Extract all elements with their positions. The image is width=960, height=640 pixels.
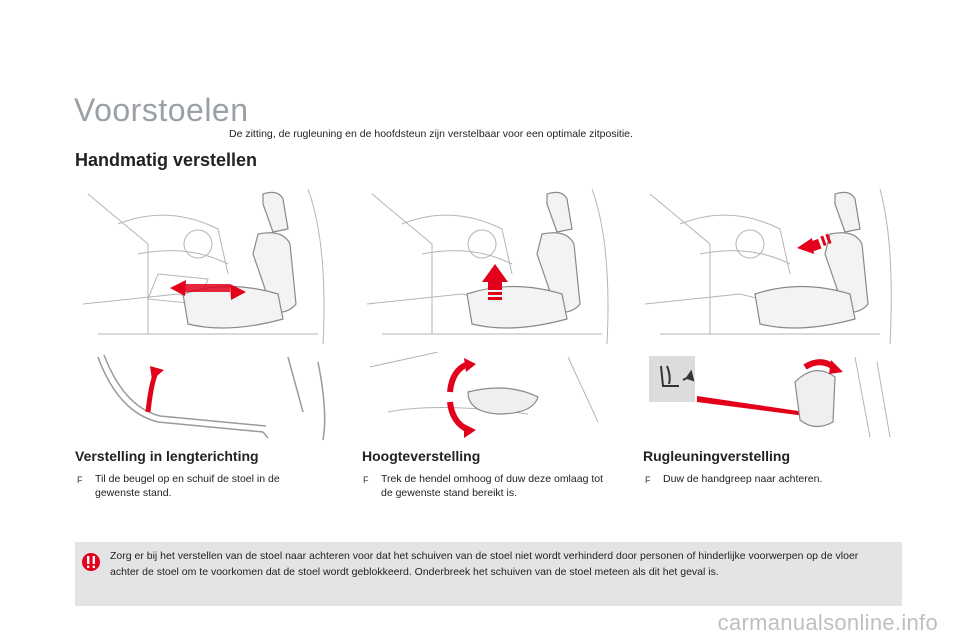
instruction-backrest: F Duw de handgreep naar achteren. (645, 472, 895, 486)
heading-longitudinal: Verstelling in lengterichting (75, 448, 259, 464)
warning-icon (82, 553, 100, 571)
rail-lever-illustration (88, 352, 340, 442)
watermark: carmanualsonline.info (717, 610, 938, 635)
instruction-text: Til de beugel op en schuif de stoel in d… (95, 473, 280, 499)
instruction-height: F Trek de hendel omhoog of duw deze omla… (363, 472, 613, 500)
intro-text: De zitting, de rugleuning en de hoofdste… (229, 128, 633, 140)
seat-illustration-backrest (640, 184, 902, 348)
section-title: Handmatig verstellen (75, 150, 258, 170)
height-lever-illustration (368, 352, 626, 442)
instruction-text: Duw de handgreep naar achteren. (663, 473, 823, 485)
heading-backrest: Rugleuningverstelling (643, 448, 791, 464)
backrest-handle-illustration (645, 352, 897, 442)
bullet-marker: F (363, 475, 369, 485)
bullet-marker: F (645, 475, 651, 485)
heading-height: Hoogteverstelling (362, 448, 481, 464)
page-title: Voorstoelen (74, 92, 249, 128)
seat-recline-icon (660, 365, 695, 387)
warning-text: Zorg er bij het verstellen van de stoel … (110, 550, 859, 578)
instruction-text: Trek de hendel omhoog of duw deze omlaag… (381, 473, 604, 499)
seat-illustration-height (362, 184, 624, 348)
bullet-marker: F (77, 475, 83, 485)
seat-illustration-longitudinal (78, 184, 340, 348)
warning-box: Zorg er bij het verstellen van de stoel … (75, 542, 902, 606)
instruction-longitudinal: F Til de beugel op en schuif de stoel in… (77, 472, 317, 500)
